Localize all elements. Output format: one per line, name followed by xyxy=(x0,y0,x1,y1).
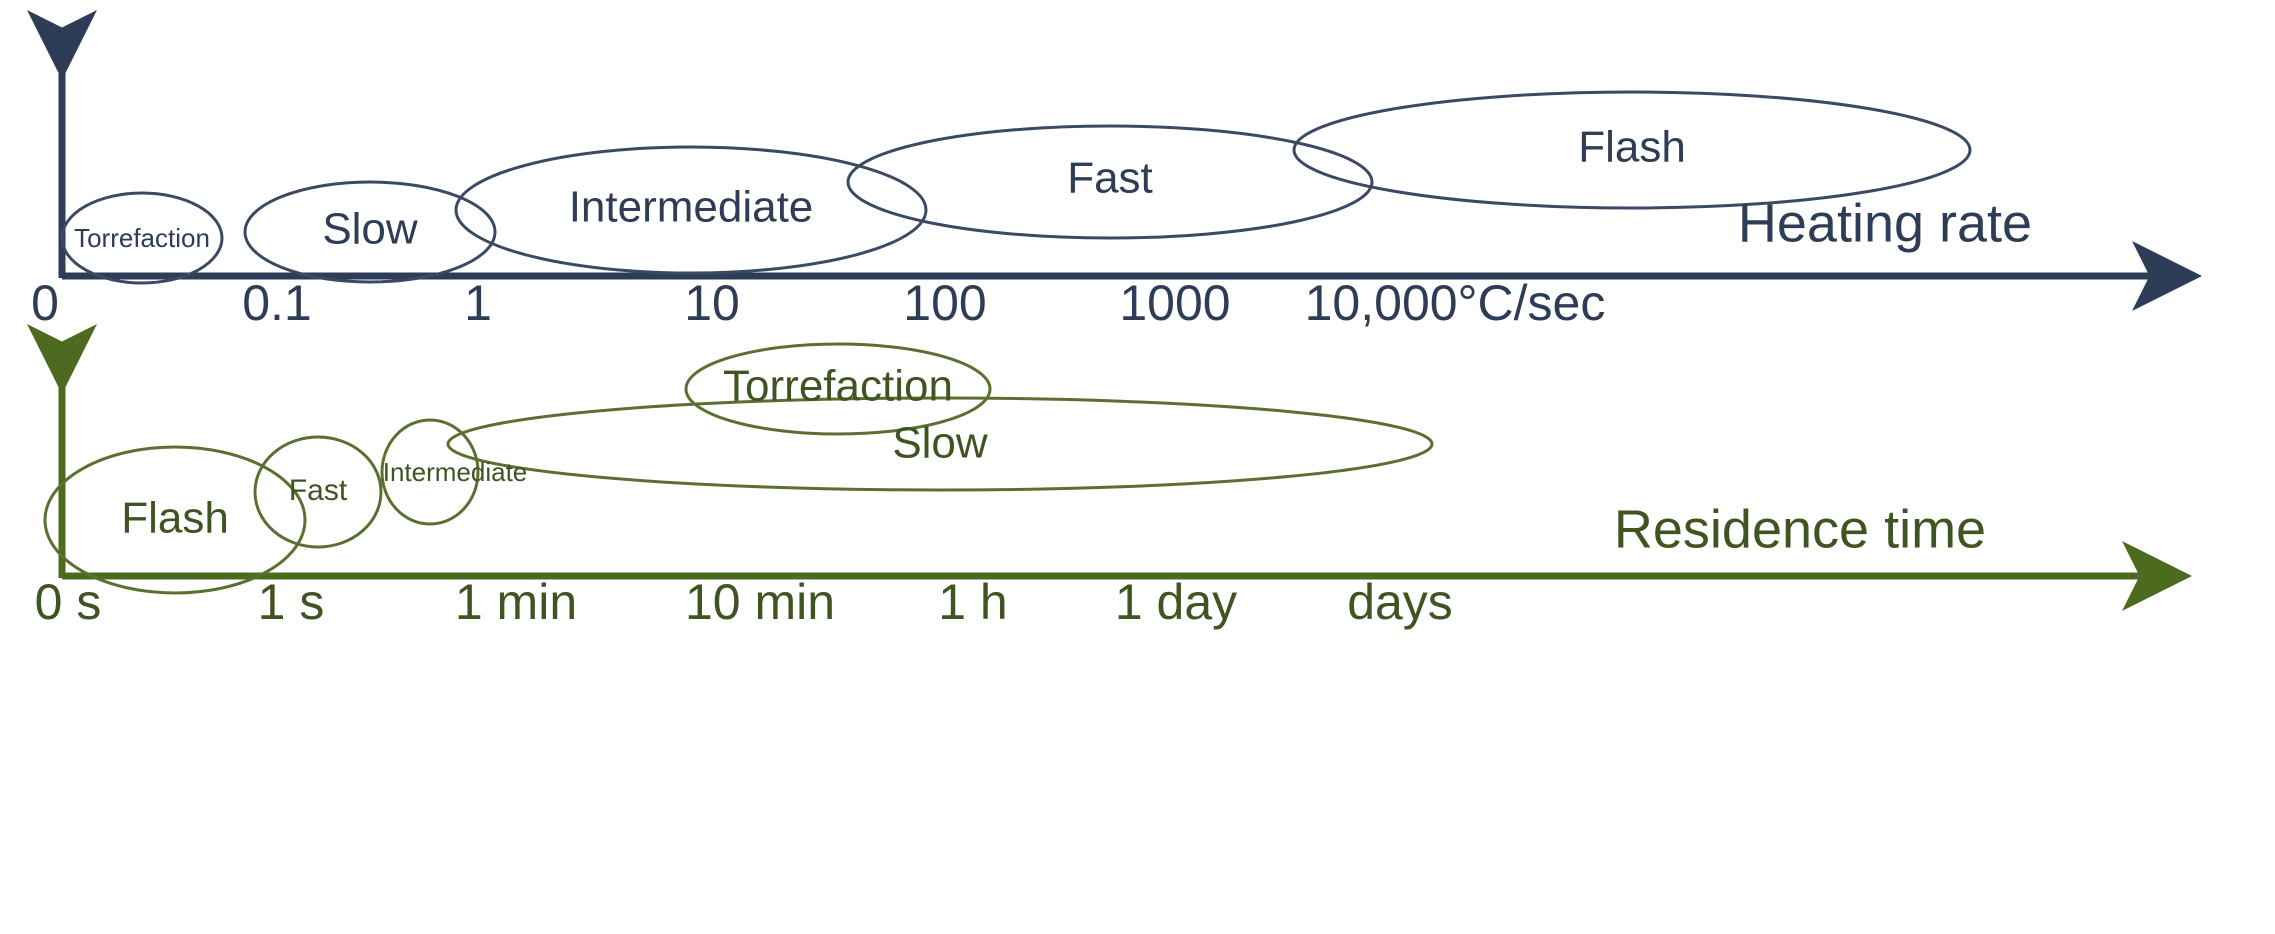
bubble-label-torrefaction-top: Torrefaction xyxy=(74,223,210,253)
residence-time-tick-5: 1 day xyxy=(1115,574,1237,630)
heating-rate-tick-0: 0 xyxy=(31,275,59,331)
bubble-intermediate-bottom xyxy=(380,418,480,526)
residence-time-chart: Flash Fast Intermediate Torrefaction Slo… xyxy=(27,324,2192,630)
bubble-label-fast-bottom: Fast xyxy=(289,474,348,507)
bubble-slow-bottom xyxy=(446,396,1434,492)
heating-rate-tick-4: 100 xyxy=(903,275,986,331)
bubble-intermediate-top xyxy=(454,145,928,275)
residence-time-tick-1: 1 s xyxy=(258,574,325,630)
heating-rate-chart: Torrefaction Slow Intermediate Fast Flas… xyxy=(27,9,2202,331)
bubble-label-flash-bottom: Flash xyxy=(121,494,229,543)
heating-rate-tick-1: 0.1 xyxy=(242,275,312,331)
bubble-label-intermediate-top: Intermediate xyxy=(569,183,814,232)
bubble-label-fast-top: Fast xyxy=(1067,154,1153,203)
heating-rate-tick-6: 10,000°C/sec xyxy=(1305,275,1606,331)
residence-time-tick-6: days xyxy=(1347,574,1453,630)
bubble-label-slow-top: Slow xyxy=(322,205,418,254)
bubble-torrefaction-bottom xyxy=(684,342,992,436)
bubble-label-intermediate-bottom: Intermediate xyxy=(383,457,528,487)
bubble-flash-top xyxy=(1292,90,1972,210)
heating-rate-axis-title: Heating rate xyxy=(1738,193,2032,253)
bubble-fast-bottom xyxy=(253,435,383,549)
bubble-label-slow-bottom: Slow xyxy=(892,419,988,468)
bubble-flash-bottom xyxy=(43,445,307,595)
bubble-label-flash-top: Flash xyxy=(1578,123,1686,172)
residence-time-axis-title: Residence time xyxy=(1614,499,1986,559)
bubble-slow-top xyxy=(243,180,497,284)
heating-rate-tick-2: 1 xyxy=(464,275,492,331)
residence-time-tick-3: 10 min xyxy=(685,574,835,630)
residence-time-tick-2: 1 min xyxy=(455,574,577,630)
residence-time-tick-0: 0 s xyxy=(35,574,102,630)
bubble-fast-top xyxy=(846,124,1374,240)
residence-time-tick-4: 1 h xyxy=(938,574,1008,630)
heating-rate-tick-3: 10 xyxy=(684,275,740,331)
bubble-torrefaction-top xyxy=(60,191,224,285)
bubble-label-torrefaction-bottom: Torrefaction xyxy=(723,362,953,411)
heating-rate-tick-5: 1000 xyxy=(1119,275,1230,331)
